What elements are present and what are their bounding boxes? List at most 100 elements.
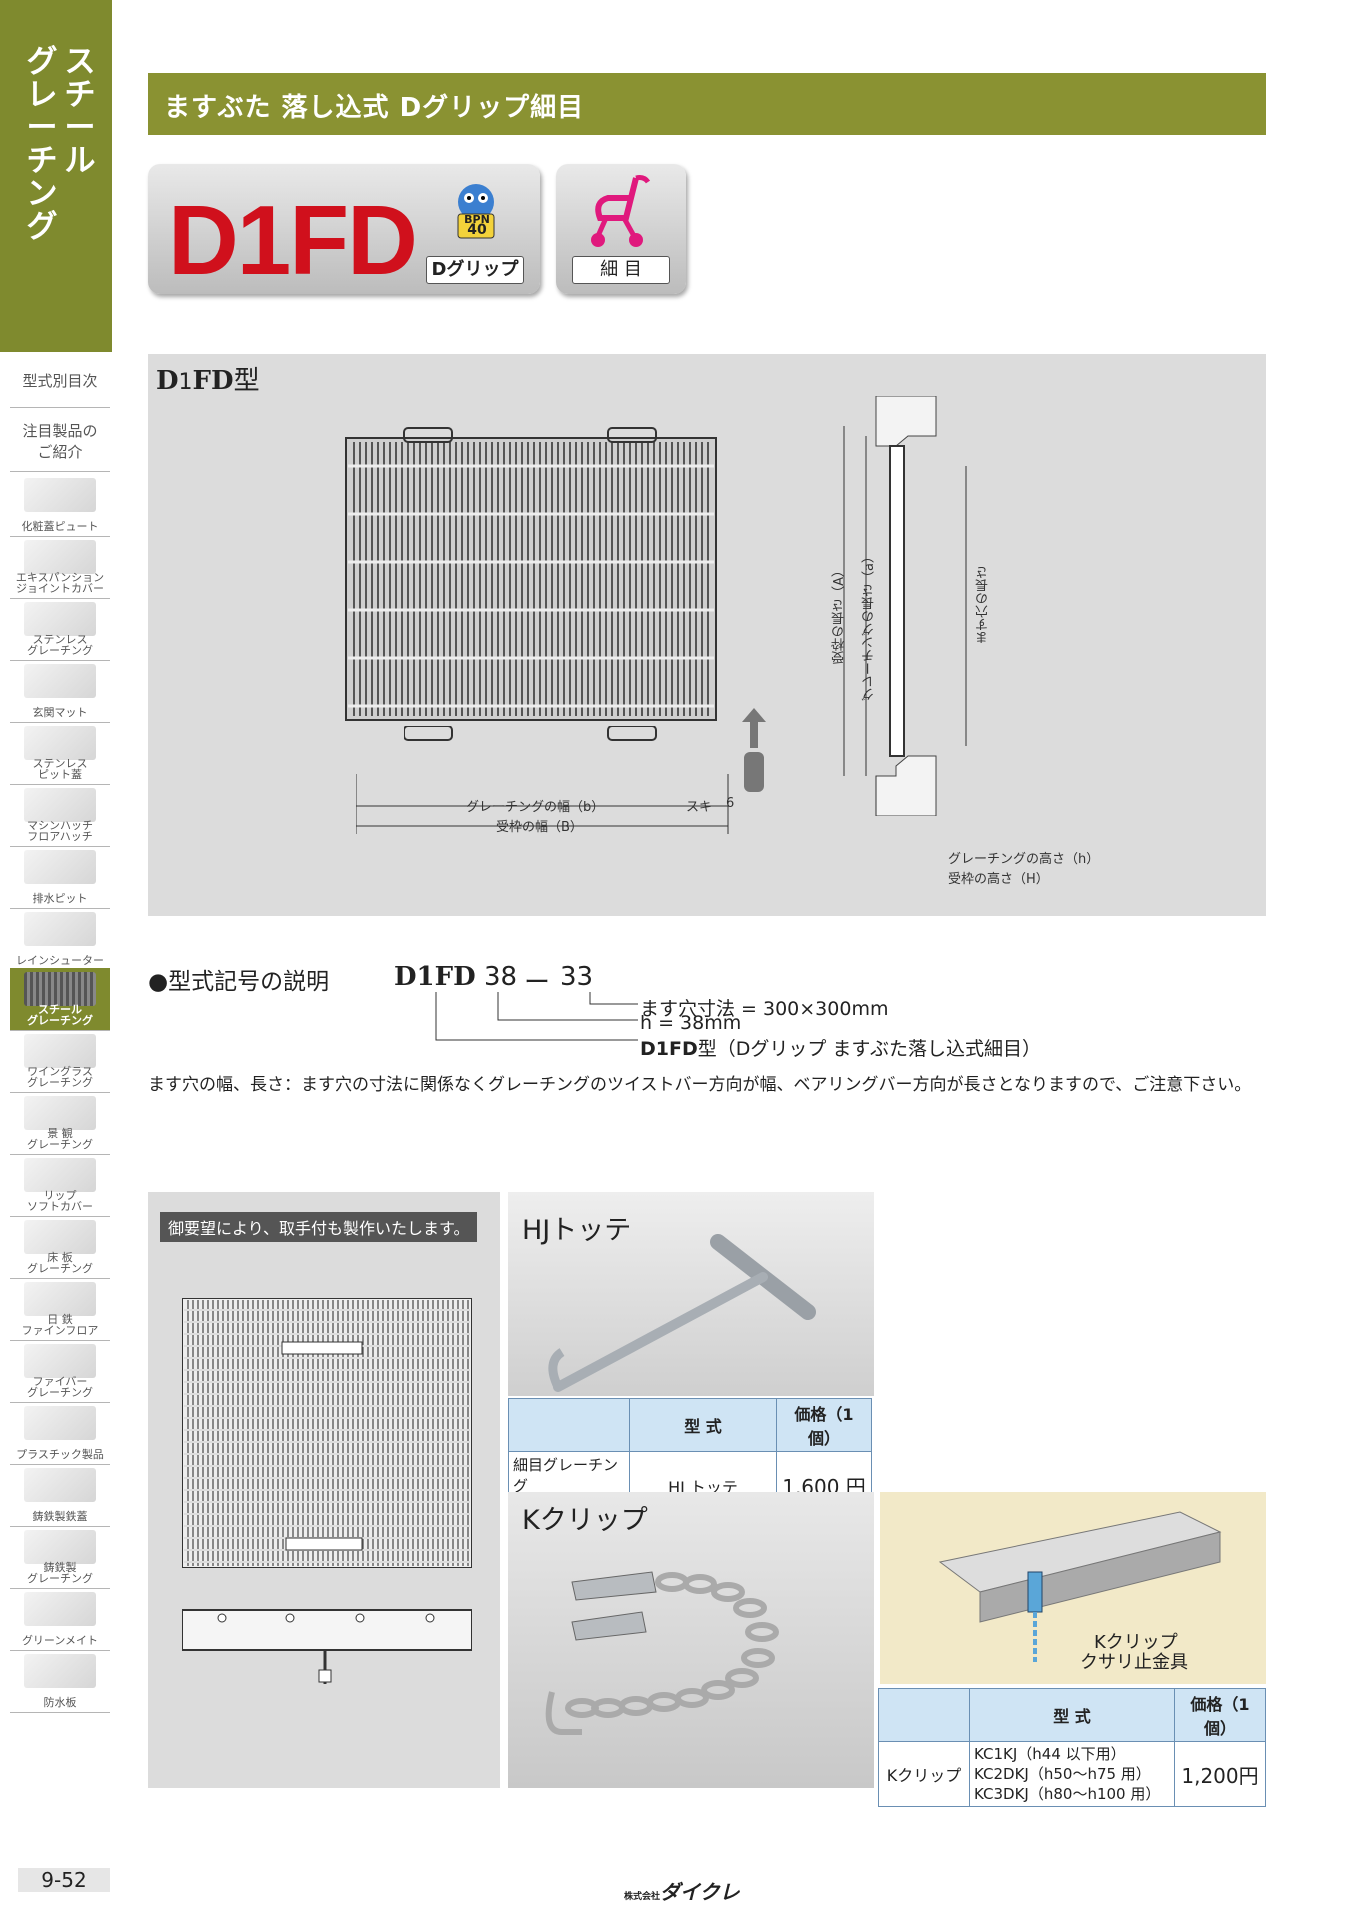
nav-thumb-icon	[24, 1530, 96, 1564]
grating-lower-handles	[404, 726, 657, 741]
hj-header-price: 価格（1 個）	[776, 1398, 872, 1452]
k-row-label: Kクリップ	[878, 1741, 970, 1807]
sidebar-item-1[interactable]: 注目製品の ご紹介	[10, 410, 110, 472]
sidebar-item-9[interactable]: レインシューター	[10, 908, 110, 971]
hj-totte-title: HJトッテ	[522, 1215, 632, 1246]
sidebar-item-label: レインシューター	[16, 954, 104, 967]
sidebar-item-label: 玄関マット	[32, 706, 88, 719]
stroller-icon	[586, 172, 656, 250]
k-clip-chain-icon	[545, 1571, 779, 1735]
frame-height-label: 受枠の高さ（H）	[948, 872, 1049, 887]
code-size-line: ます穴寸法 = 300×300mm	[640, 998, 889, 1020]
sidebar-item-19[interactable]: 鋳鉄製 グレーチング	[10, 1526, 110, 1589]
nav-thumb-icon	[24, 1220, 96, 1254]
hj-totte-tool-icon	[548, 1234, 816, 1392]
sidebar-item-label: グリーンメイト	[21, 1634, 99, 1647]
sidebar-item-3[interactable]: エキスパンション ジョイントカバー	[10, 536, 110, 599]
page-banner: ますぶた 落し込式 Dグリップ細目	[148, 73, 1266, 135]
nav-thumb-icon	[24, 1592, 96, 1626]
chain-link	[619, 1696, 653, 1716]
k-header-price: 価格（1 個）	[1174, 1688, 1266, 1742]
sidebar-item-16[interactable]: ファイバー グレーチング	[10, 1340, 110, 1403]
nav-thumb-icon	[24, 1468, 96, 1502]
nav-thumb-icon	[24, 1282, 96, 1316]
k-clip-price-table: 型 式 価格（1 個） Kクリップ KC1KJ（h44 以下用） KC2DKJ（…	[878, 1688, 1266, 1807]
page-title: ますぶた 落し込式 Dグリップ細目	[164, 93, 585, 123]
sidebar-item-label: ワイングラス グレーチング	[27, 1065, 93, 1089]
sidebar-category-title-2: グレーチング	[26, 44, 58, 245]
chain-link	[733, 1598, 767, 1618]
page-number: 9-52	[18, 1868, 110, 1892]
sidebar-item-15[interactable]: 日 鉄 ファインフロア	[10, 1278, 110, 1341]
bpn-value: 40	[467, 222, 487, 238]
nav-thumb-icon	[24, 850, 96, 884]
nav-thumb-icon	[24, 1654, 96, 1688]
sidebar-item-label: 景 観 グレーチング	[27, 1127, 93, 1151]
chain-link	[701, 1680, 735, 1700]
sidebar-item-20[interactable]: グリーンメイト	[10, 1588, 110, 1651]
nav-thumb-icon	[24, 478, 96, 512]
k-clip-title: Kクリップ	[522, 1505, 648, 1536]
sidebar-item-7[interactable]: マシンハッチ フロアハッチ	[10, 784, 110, 847]
sidebar-item-10[interactable]: スチール グレーチング	[10, 968, 110, 1031]
k-clip-install-illustration	[938, 1511, 1222, 1662]
sidebar-category-title-1: スチール	[64, 44, 96, 179]
company-logo: 株式会社ダイクレ	[624, 1880, 740, 1904]
sidebar-item-21[interactable]: 防水板	[10, 1650, 110, 1713]
hj-header-blank	[508, 1398, 630, 1452]
model-code: D1FD	[168, 185, 418, 295]
sidebar-item-4[interactable]: ステンレス グレーチング	[10, 598, 110, 661]
sidebar-item-14[interactable]: 床 板 グレーチング	[10, 1216, 110, 1279]
gap-value: 6	[726, 796, 735, 811]
sidebar-item-label: 化粧蓋ピュート	[21, 520, 99, 533]
code-model: D1FD	[394, 962, 476, 992]
grating-length-label: グレーチングの長さ（a）	[862, 550, 877, 701]
chain-link	[745, 1622, 779, 1642]
width-dimension-lines	[356, 774, 729, 834]
sidebar-item-label: マシンハッチ フロアハッチ	[27, 819, 93, 843]
sidebar-item-label: ステンレス ピット蓋	[32, 757, 88, 781]
code-model-line: D1FD型（Dグリップ ますぶた落し込式細目）	[640, 1038, 1042, 1060]
chain-link	[675, 1688, 709, 1708]
sidebar-item-5[interactable]: 玄関マット	[10, 660, 110, 723]
frame-width-label: 受枠の幅（B）	[496, 820, 583, 835]
sidebar-item-13[interactable]: リップ ソフトカバー	[10, 1154, 110, 1217]
gap-label: スキ	[686, 800, 713, 815]
drawing-panel: D1FD型 グレーチングの幅（b） スキ 6 受枠の幅（B） 受	[148, 354, 1266, 916]
k-clip-photo: Kクリップ	[508, 1492, 874, 1788]
chain-link	[683, 1574, 717, 1594]
sidebar-item-12[interactable]: 景 観 グレーチング	[10, 1092, 110, 1155]
nav-thumb-icon	[24, 1034, 96, 1068]
k-header-blank	[878, 1688, 970, 1742]
nav-thumb-icon	[24, 1406, 96, 1440]
sidebar-item-label: 排水ピット	[32, 892, 88, 905]
chain-link	[565, 1698, 599, 1718]
bpn-label: BPN	[464, 213, 490, 226]
frame-length-label: 受枠の長さ（A）	[832, 564, 847, 664]
chain-link	[655, 1572, 689, 1592]
sidebar-item-18[interactable]: 鋳鉄製鉄蓋	[10, 1464, 110, 1527]
k-price: 1,200円	[1174, 1741, 1266, 1807]
sidebar-item-8[interactable]: 排水ピット	[10, 846, 110, 909]
grating-plan-view	[345, 427, 717, 721]
code-size: 33	[560, 962, 594, 992]
chain-link	[725, 1668, 759, 1688]
sidebar-item-17[interactable]: プラスチック製品	[10, 1402, 110, 1465]
sidebar-item-label: スチール グレーチング	[27, 1003, 93, 1027]
chain-link	[741, 1648, 775, 1668]
sidebar-item-label: 鋳鉄製鉄蓋	[32, 1510, 88, 1523]
sidebar-item-0[interactable]: 型式別目次	[10, 360, 110, 408]
mesh-label: 細 目	[572, 256, 670, 284]
sidebar-item-6[interactable]: ステンレス ピット蓋	[10, 722, 110, 785]
sidebar-item-2[interactable]: 化粧蓋ピュート	[10, 474, 110, 537]
k-model-2: KC2DKJ（h50〜h75 用）	[974, 1765, 1151, 1783]
nav-thumb-icon	[24, 1158, 96, 1192]
handle-option-panel: 御要望により、取手付も製作いたします。	[148, 1192, 500, 1788]
nav-thumb-icon	[24, 1096, 96, 1130]
traffic-direction-arrow-icon	[742, 708, 766, 792]
code-h-line: h = 38mm	[640, 1012, 742, 1034]
sidebar-item-11[interactable]: ワイングラス グレーチング	[10, 1030, 110, 1093]
sidebar-category-header: スチール グレーチング	[0, 0, 112, 352]
grating-width-label: グレーチングの幅（b）	[466, 800, 605, 815]
dimension-note: ます穴の幅、長さ：ます穴の寸法に関係なくグレーチングのツイストバー方向が幅、ベア…	[148, 1075, 1252, 1095]
